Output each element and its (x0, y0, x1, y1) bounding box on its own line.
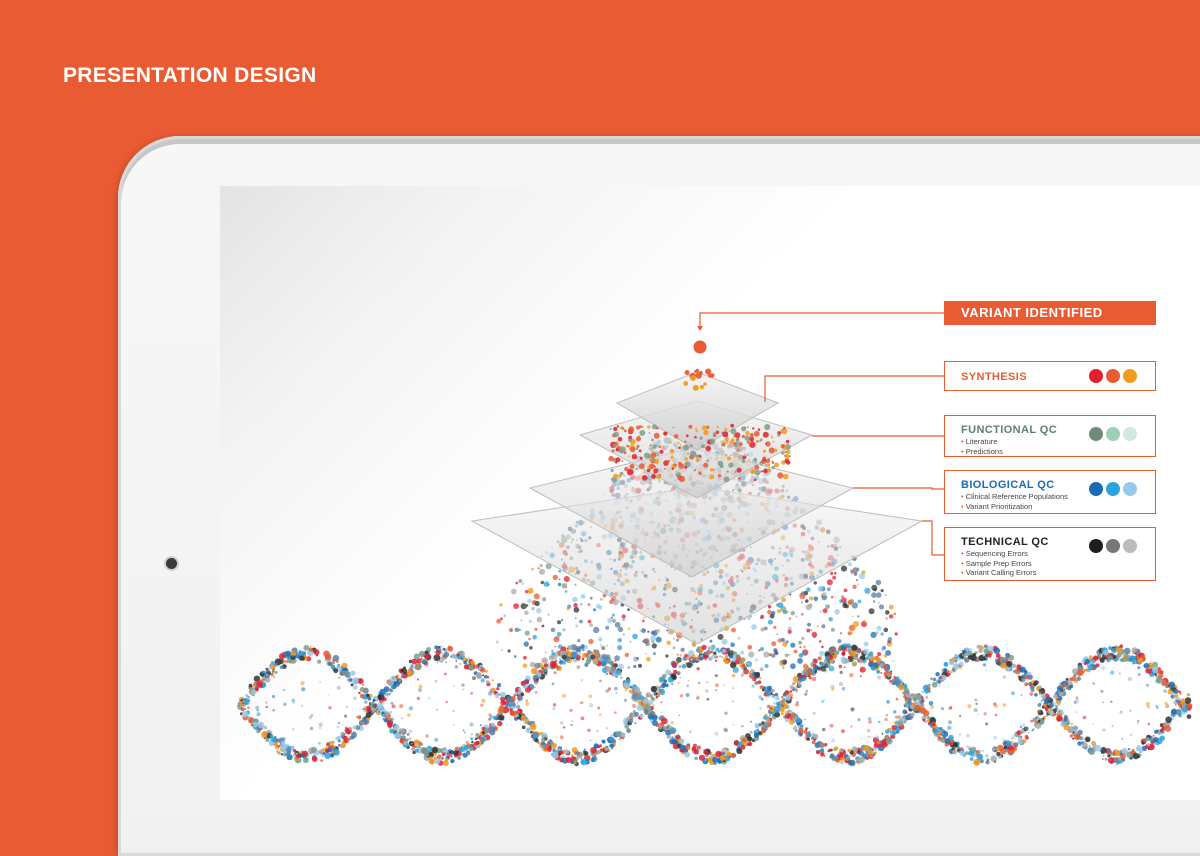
arrow-down-icon (697, 326, 703, 331)
color-swatches (1089, 427, 1137, 441)
swatch-dot (1106, 369, 1120, 383)
variant-dot (693, 340, 707, 354)
list-item: Clinical Reference Populations (961, 492, 1068, 502)
swatch-dot (1123, 427, 1137, 441)
level-box-biological: BIOLOGICAL QC Clinical Reference Populat… (944, 470, 1156, 514)
color-swatches (1089, 369, 1137, 383)
swatch-dot (1106, 539, 1120, 553)
list-item: Variant Prioritization (961, 502, 1068, 512)
level-title: BIOLOGICAL QC (961, 479, 1055, 491)
swatch-dot (1089, 539, 1103, 553)
swatch-dot (1123, 482, 1137, 496)
list-item: Predictions (961, 447, 1003, 457)
plate-synthesis (615, 371, 780, 451)
connector-biological (853, 487, 944, 490)
level-box-technical: TECHNICAL QC Sequencing Errors Sample Pr… (944, 527, 1156, 581)
variant-identified-label: VARIANT IDENTIFIED (944, 301, 1156, 325)
page-title: PRESENTATION DESIGN (63, 64, 317, 87)
swatch-dot (1123, 369, 1137, 383)
list-item: Sample Prep Errors (961, 559, 1036, 569)
level-title: FUNCTIONAL QC (961, 424, 1058, 436)
pyramid-dna-illustration (237, 312, 1193, 767)
color-swatches (1089, 539, 1137, 553)
level-box-synthesis: SYNTHESIS (944, 361, 1156, 391)
level-title: SYNTHESIS (961, 371, 1027, 383)
connector-technical (922, 520, 944, 556)
level-items: Clinical Reference Populations Variant P… (961, 492, 1068, 511)
swatch-dot (1089, 482, 1103, 496)
top-particles (608, 368, 791, 483)
level-items: Sequencing Errors Sample Prep Errors Var… (961, 549, 1037, 578)
color-swatches (1089, 482, 1137, 496)
connector-header (699, 312, 944, 326)
swatch-dot (1106, 482, 1120, 496)
dna-helix (237, 643, 1193, 767)
swatch-dot (1089, 369, 1103, 383)
plate-biological (528, 447, 855, 578)
swatch-dot (1123, 539, 1137, 553)
swatch-dot (1089, 427, 1103, 441)
list-item: Sequencing Errors (961, 549, 1036, 559)
level-items: Literature Predictions (961, 437, 1003, 456)
tablet-camera (166, 558, 177, 569)
swatch-dot (1106, 427, 1120, 441)
level-title: TECHNICAL QC (961, 536, 1049, 548)
connector-synthesis (764, 375, 944, 402)
list-item: Literature (961, 437, 1003, 447)
list-item: Variant Calling Errors (961, 568, 1037, 578)
level-box-functional: FUNCTIONAL QC Literature Predictions (944, 415, 1156, 457)
